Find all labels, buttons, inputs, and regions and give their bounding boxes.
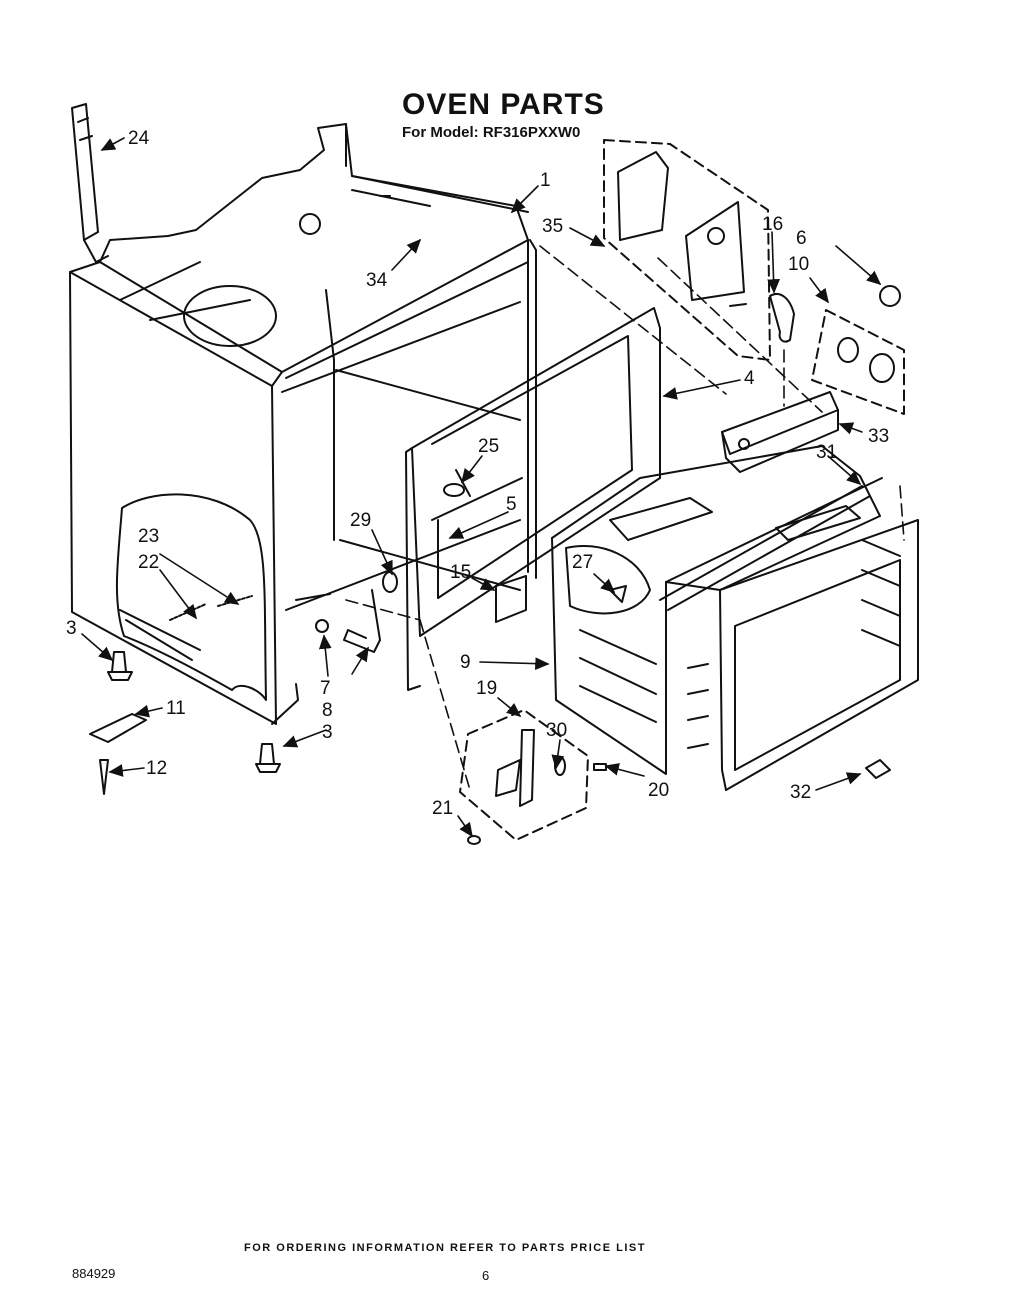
callout-labels: 24 1 35 16 6 10 4 33 31 34 25 5 29 15 27… [66, 128, 889, 819]
leveling-legs [89, 651, 891, 845]
callout-30: 30 [546, 720, 567, 741]
callout-32: 32 [790, 782, 811, 803]
callout-4: 4 [744, 368, 755, 389]
callout-23: 23 [138, 526, 159, 547]
cutaway-panel [115, 493, 267, 701]
oven-cabinet-body [69, 123, 537, 725]
callout-21: 21 [432, 798, 453, 819]
ordering-note: FOR ORDERING INFORMATION REFER TO PARTS … [244, 1242, 646, 1254]
callout-1: 1 [540, 170, 551, 191]
callout-16: 16 [762, 214, 783, 235]
callout-8: 8 [322, 700, 333, 721]
callout-29: 29 [350, 510, 371, 531]
callout-31: 31 [816, 442, 837, 463]
callout-5: 5 [506, 494, 517, 515]
oven-liner [551, 445, 919, 791]
callout-15: 15 [450, 562, 471, 583]
thermostat-bulb [769, 293, 795, 343]
callout-19: 19 [476, 678, 497, 699]
callout-24: 24 [128, 128, 150, 149]
callout-22: 22 [138, 552, 159, 573]
callout-20: 20 [648, 780, 669, 801]
callout-35: 35 [542, 216, 563, 237]
callout-3-lower: 3 [322, 722, 333, 743]
callout-27: 27 [572, 552, 593, 573]
burner-cover [721, 391, 839, 473]
oven-rack [659, 485, 901, 647]
document-number: 884929 [72, 1266, 116, 1281]
vent-assembly [603, 139, 771, 361]
callout-34: 34 [366, 270, 388, 291]
page-title: OVEN PARTS [402, 88, 605, 121]
front-frame [405, 307, 661, 691]
callout-33: 33 [868, 426, 889, 447]
callout-3-upper: 3 [66, 618, 77, 639]
callout-arrows [81, 137, 882, 838]
callout-12: 12 [146, 758, 167, 779]
callout-10: 10 [788, 254, 809, 275]
trim-strip-part [71, 103, 109, 263]
latch-assembly [459, 709, 589, 841]
callout-11: 11 [166, 698, 186, 719]
page-number: 6 [482, 1268, 490, 1283]
callout-9: 9 [460, 652, 471, 673]
callout-6: 6 [796, 228, 807, 249]
leader-dashes [345, 245, 905, 791]
knob-assembly [811, 285, 905, 415]
callout-25: 25 [478, 436, 499, 457]
model-subtitle: For Model: RF316PXXW0 [402, 124, 581, 141]
bracket-part [495, 575, 527, 623]
small-hardware [315, 483, 465, 653]
callout-7: 7 [320, 678, 331, 699]
